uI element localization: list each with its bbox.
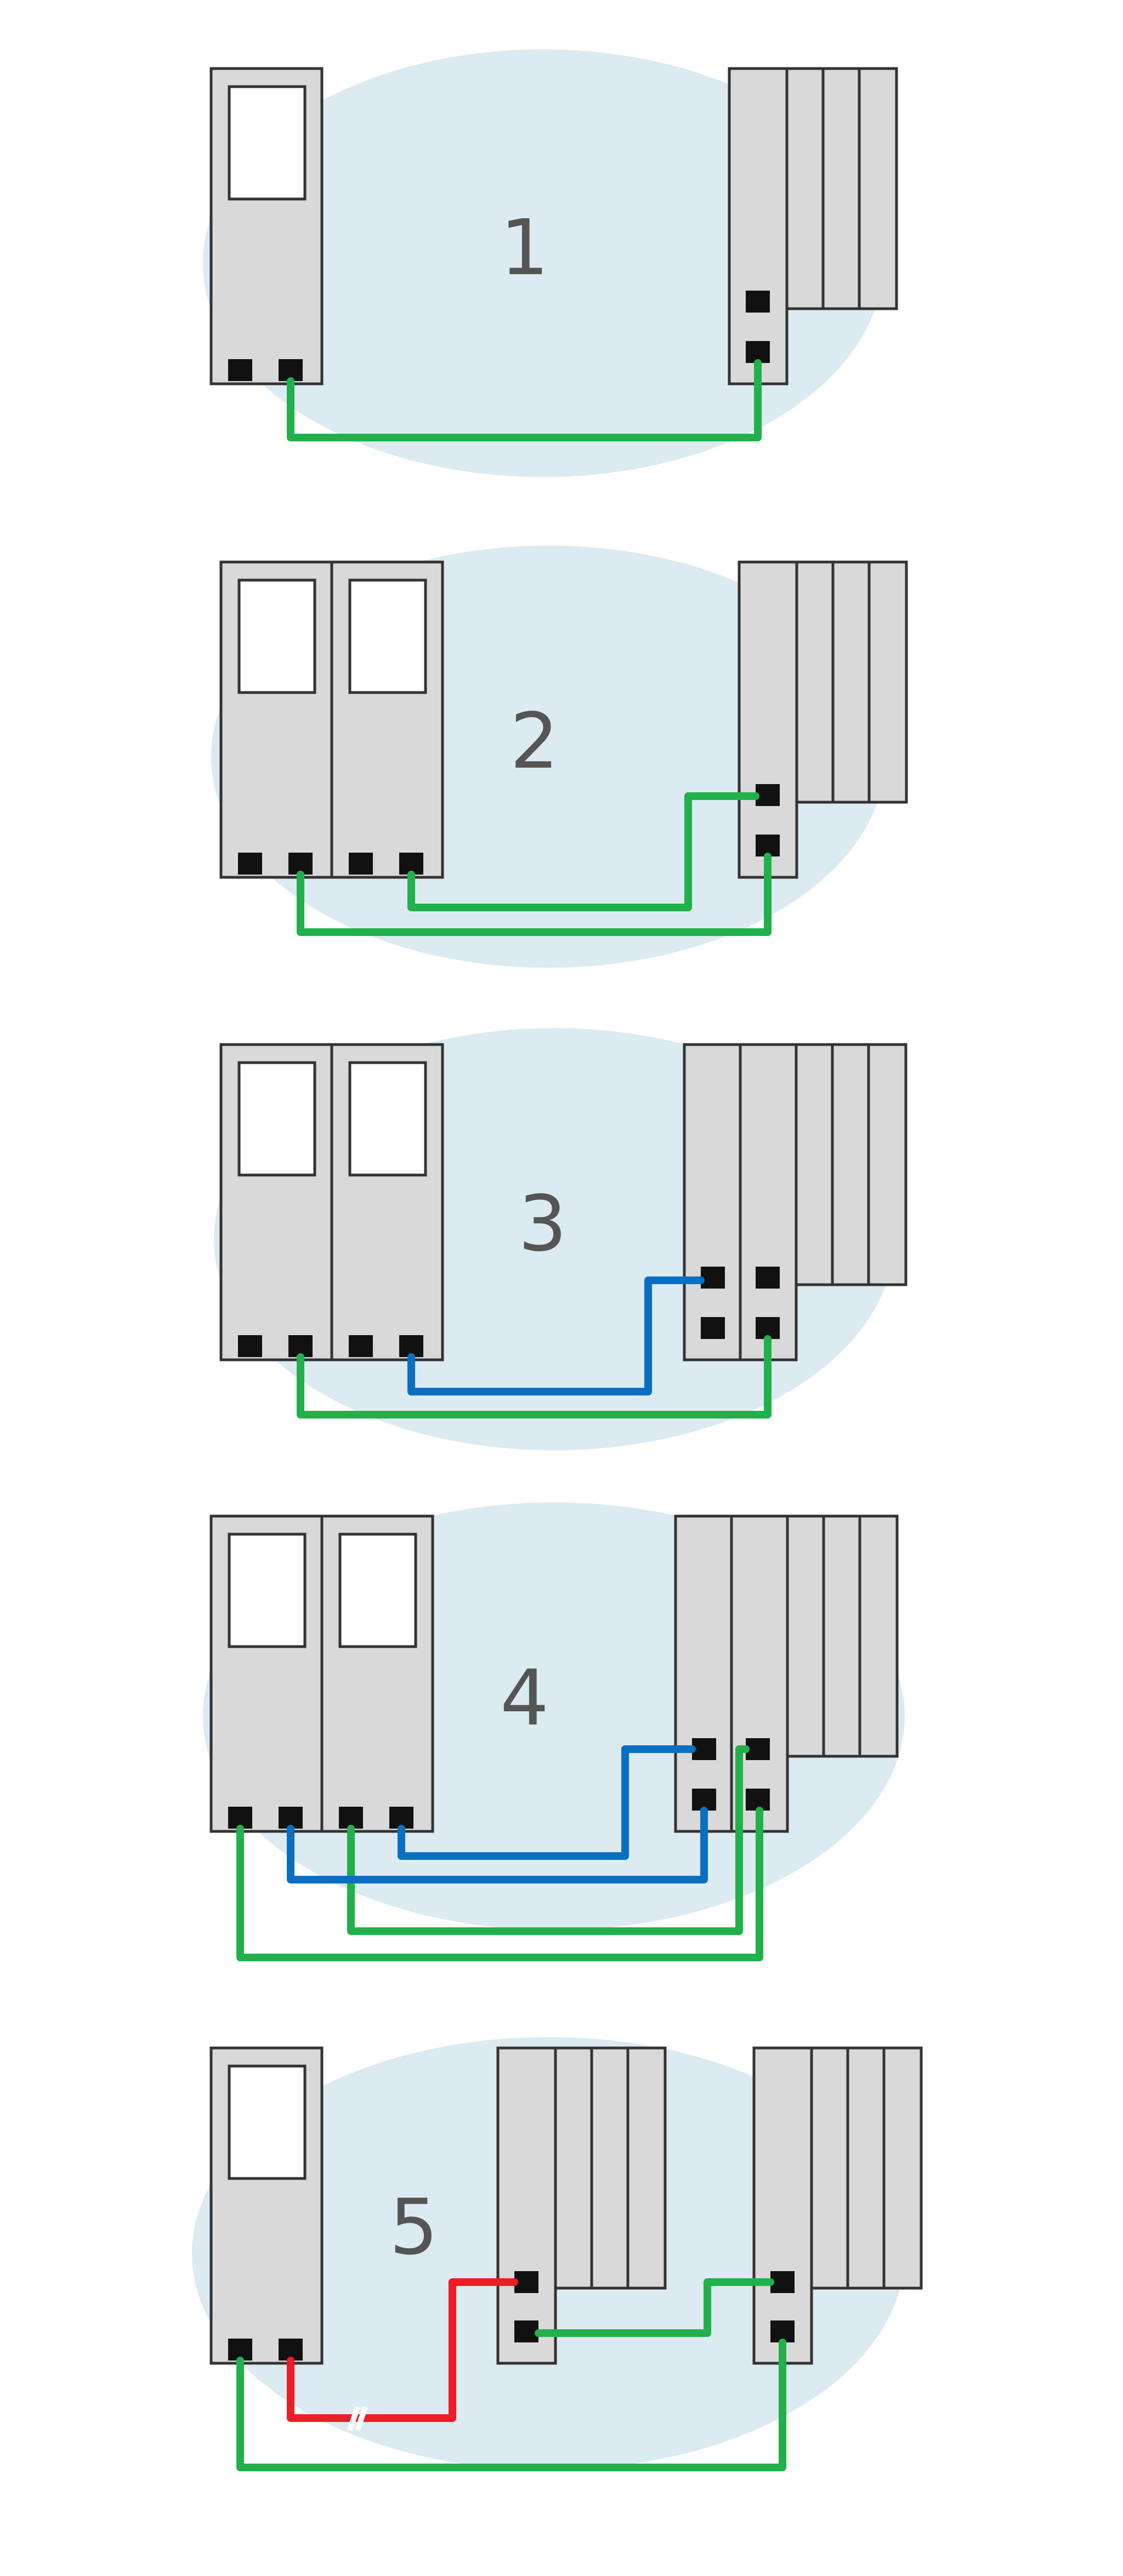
display-window xyxy=(228,85,307,201)
display-window xyxy=(237,578,316,694)
controller-module xyxy=(209,1514,324,1833)
controller-module xyxy=(219,560,333,879)
display-window xyxy=(338,1533,417,1648)
display-window xyxy=(237,1061,316,1177)
port xyxy=(228,359,252,381)
controller-module xyxy=(219,1043,333,1361)
port xyxy=(756,784,780,806)
controller-module xyxy=(330,560,444,879)
port xyxy=(238,853,262,875)
display-window xyxy=(348,1061,427,1177)
controller-module xyxy=(209,67,324,385)
blue-link xyxy=(287,1807,708,1883)
scenario-3: 3 xyxy=(214,1028,908,1450)
scenario-label: 3 xyxy=(518,1179,567,1269)
port xyxy=(770,2271,795,2293)
green-link xyxy=(347,1745,750,1935)
network-zone xyxy=(203,49,883,477)
port xyxy=(701,1267,725,1289)
scenario-4: 4 xyxy=(203,1502,905,1961)
port xyxy=(514,2271,538,2293)
port xyxy=(514,2320,538,2342)
link-break-mark xyxy=(347,2406,368,2431)
green-link xyxy=(287,359,762,441)
port xyxy=(692,1738,716,1760)
green-link xyxy=(297,1335,772,1418)
port xyxy=(746,291,770,313)
scenario-2: 2 xyxy=(211,546,908,968)
port xyxy=(349,853,373,875)
io-rack xyxy=(674,1514,899,1833)
display-window xyxy=(228,1533,307,1648)
green-link xyxy=(236,1807,763,1961)
io-rack xyxy=(728,67,898,385)
scenario-label: 5 xyxy=(389,2183,438,2272)
port xyxy=(756,1267,780,1289)
blue-link xyxy=(398,1745,696,1860)
controller-module xyxy=(330,1043,444,1361)
green-link xyxy=(407,792,759,911)
scenario-label: 4 xyxy=(500,1654,549,1743)
display-window xyxy=(348,578,427,694)
scenario-label: 1 xyxy=(500,203,549,293)
port xyxy=(349,1335,373,1357)
controller-module xyxy=(209,2046,324,2365)
port xyxy=(746,1738,770,1760)
controller-module xyxy=(320,1514,434,1833)
scenario-1: 1 xyxy=(203,49,898,477)
green-link xyxy=(535,2278,774,2337)
port xyxy=(746,1789,770,1811)
io-rack xyxy=(738,560,908,879)
scenario-5: 5 xyxy=(192,2037,923,2471)
port xyxy=(701,1317,725,1339)
green-link xyxy=(236,2339,786,2471)
red-link xyxy=(287,2278,518,2422)
scenario-label: 2 xyxy=(510,697,559,786)
io-rack xyxy=(683,1043,908,1361)
io-rack xyxy=(496,2046,667,2365)
blue-link xyxy=(407,1276,705,1395)
display-window xyxy=(228,2064,307,2180)
green-link xyxy=(297,853,772,936)
port xyxy=(238,1335,262,1357)
